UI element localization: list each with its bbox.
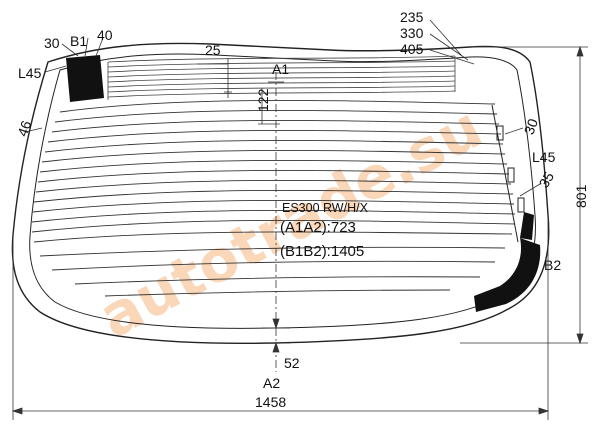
defroster-main-lines <box>31 99 516 297</box>
leader-30-right <box>504 127 524 135</box>
label-b1: B1 <box>70 33 87 49</box>
label-1458: 1458 <box>255 394 286 410</box>
model-label: ES300 RW/H/X <box>282 201 369 215</box>
label-801: 801 <box>573 184 589 208</box>
label-b2: B2 <box>544 257 561 273</box>
label-a2: A2 <box>263 375 280 391</box>
a1a2-label: (A1A2):723 <box>280 219 356 236</box>
label-40-top: 40 <box>97 27 113 43</box>
label-35: 35 <box>535 169 557 191</box>
label-l45-left: L45 <box>18 65 42 81</box>
leader-l45-left <box>44 65 67 73</box>
dim-top-right <box>429 19 475 65</box>
label-a1: A1 <box>272 61 289 77</box>
label-l45-right: L45 <box>532 149 556 165</box>
b1b2-label: (B1B2):1405 <box>280 243 364 260</box>
black-print-right-edge <box>520 212 534 240</box>
leader-40 <box>95 37 104 57</box>
label-52: 52 <box>284 355 300 371</box>
leader-b1 <box>84 37 89 57</box>
dim-122 <box>258 88 280 125</box>
busbar-clips <box>491 104 525 243</box>
defroster-upper-lines <box>107 55 456 100</box>
glass-outline <box>11 42 550 345</box>
dim-801 <box>460 45 588 345</box>
label-30-top: 30 <box>44 35 60 51</box>
label-235: 235 <box>400 9 424 25</box>
leader-46 <box>24 127 43 133</box>
black-print-right <box>474 238 541 312</box>
dim-1458 <box>11 220 550 420</box>
dim-25 <box>197 58 232 98</box>
label-122: 122 <box>255 88 271 112</box>
label-405: 405 <box>400 41 424 57</box>
dim-52 <box>262 318 290 353</box>
label-25: 25 <box>205 42 221 58</box>
label-46: 46 <box>14 118 34 138</box>
leader-35 <box>519 183 541 197</box>
leader-30-top <box>61 43 79 57</box>
label-30-right: 30 <box>521 116 541 136</box>
label-330: 330 <box>400 25 424 41</box>
black-print-left <box>66 55 104 102</box>
